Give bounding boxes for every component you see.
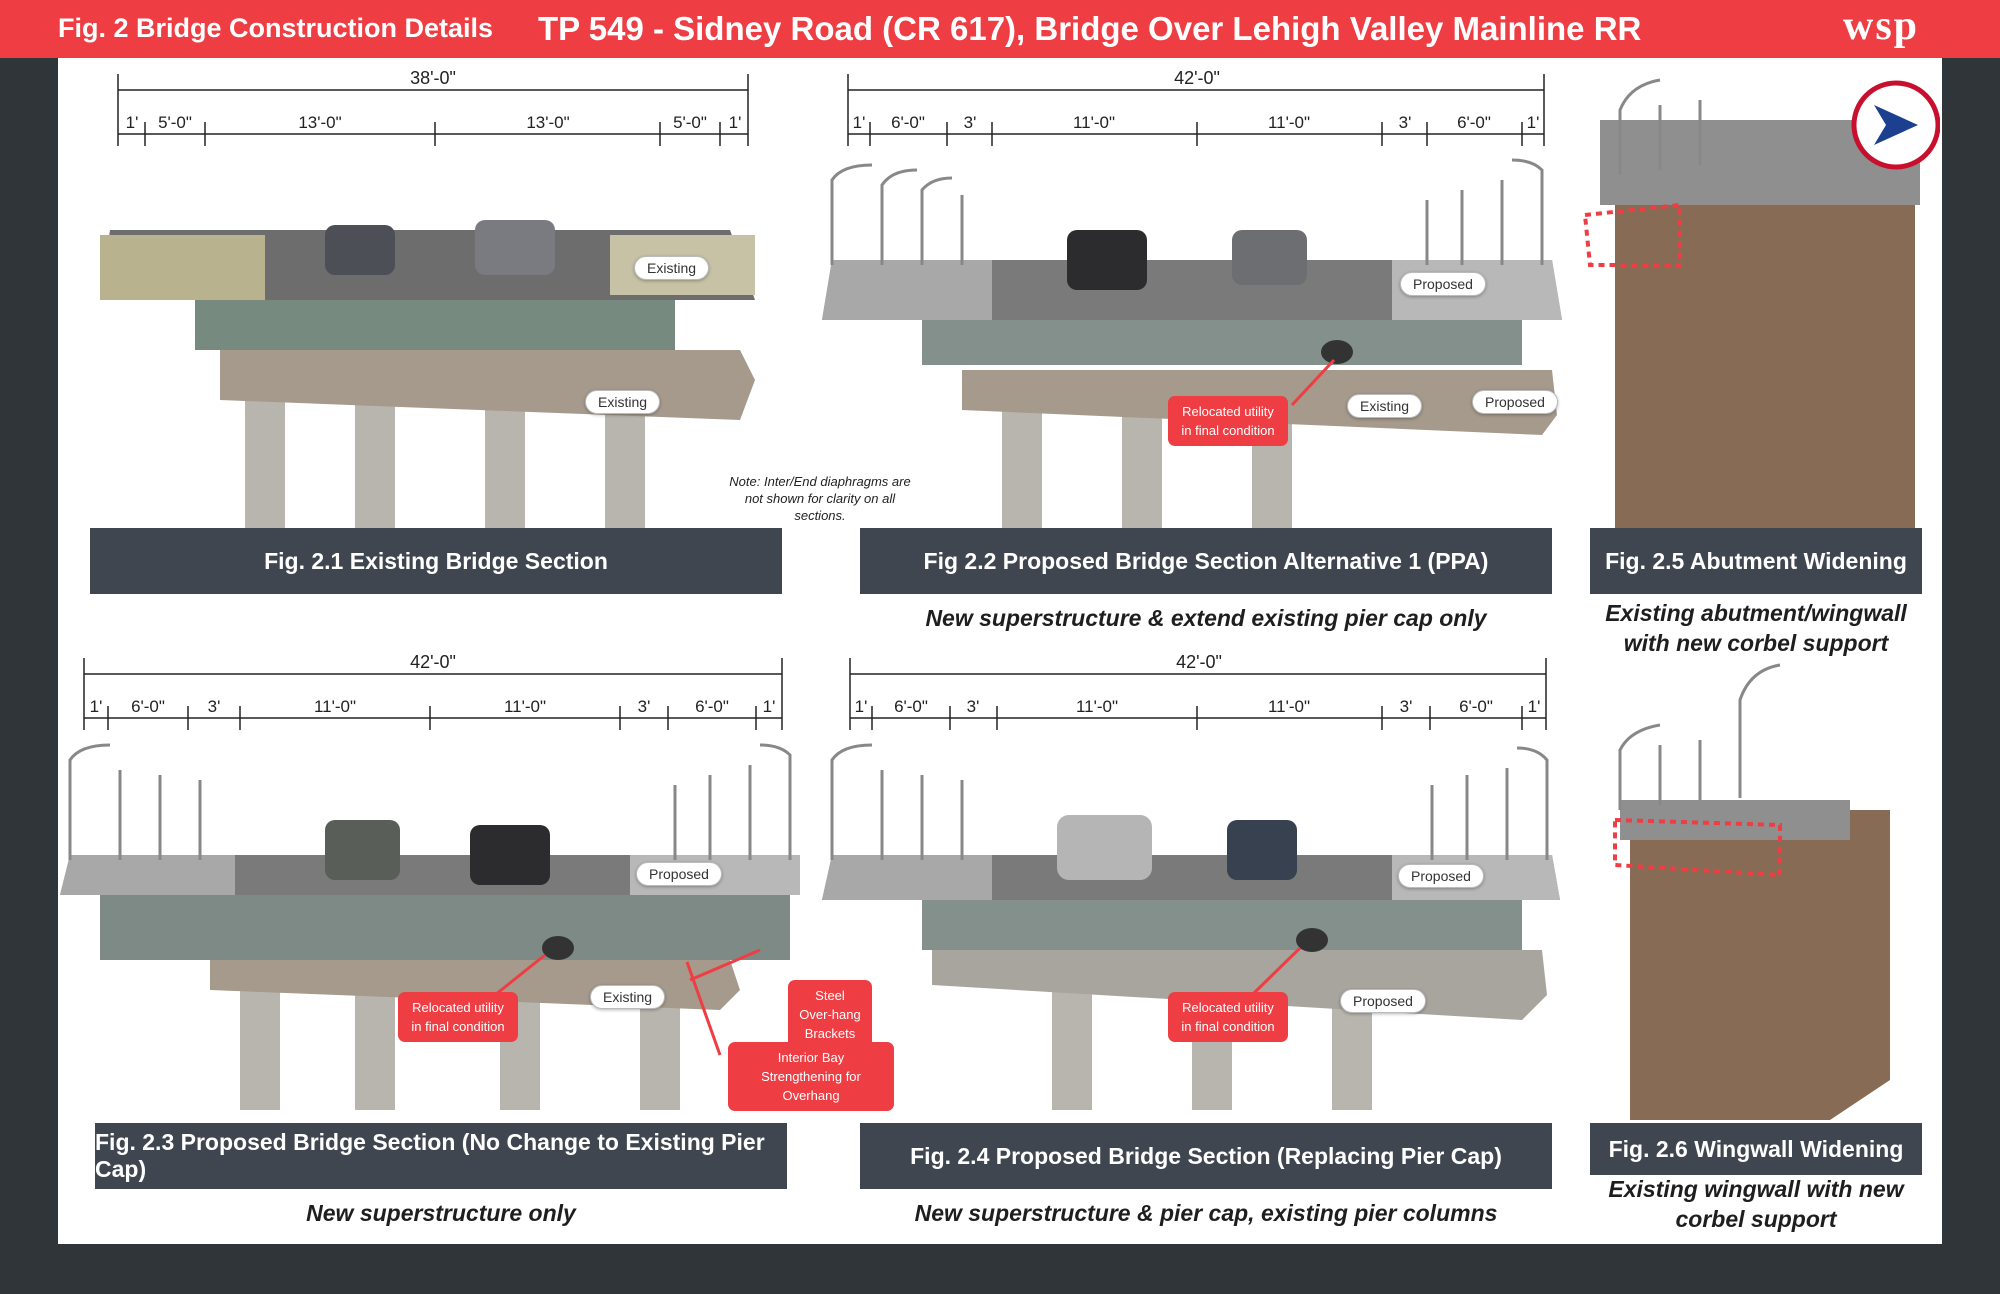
fig-2-5-subcaption: Existing abutment/wingwall with new corb… [1605, 600, 1907, 656]
car [1067, 230, 1147, 290]
utility-pipe [1296, 928, 1328, 952]
dim-label: 6'-0" [1459, 697, 1493, 716]
existing-pier-tag: Existing [1347, 394, 1423, 418]
dim-label: 1' [1528, 697, 1541, 716]
fig-2-2-overall-dim: 42'-0" [1174, 68, 1220, 88]
dim-label: 3' [1400, 697, 1413, 716]
dim-label: 6'-0" [894, 697, 928, 716]
proposed-sidewalk-tag: Proposed [636, 862, 722, 886]
dim-label: 3' [638, 697, 651, 716]
dim-label: 1' [729, 113, 742, 132]
dim-label: 1' [855, 697, 868, 716]
car [325, 225, 395, 275]
car [1227, 820, 1297, 880]
relocated-utility-callout: Relocated utility in final condition [1168, 992, 1288, 1042]
dim-label: 6'-0" [891, 113, 925, 132]
deck [822, 855, 1560, 900]
figure-number-title: Fig. 2 Bridge Construction Details [58, 13, 494, 43]
existing-pier-tag: Existing [590, 985, 666, 1009]
dim-label: 5'-0" [158, 113, 192, 132]
fig-2-4-illustration: 42'-0" 1' 6'-0" 3' 11'-0" 11'-0" 3' 6'-0… [822, 652, 1560, 1110]
dim-label: 1' [126, 113, 139, 132]
relocated-utility-callout: Relocated utility in final condition [398, 992, 518, 1042]
dim-label: 3' [967, 697, 980, 716]
diaphragm-note: Note: Inter/End diaphragms are not shown… [729, 474, 911, 523]
fig-2-2-illustration: 42'-0" 1' 6'-0" 3' 11'-0" 11'-0" 3' 6'-0… [822, 68, 1562, 530]
dim-label: 11'-0" [1268, 697, 1310, 716]
fig-2-1-caption: Fig. 2.1 Existing Bridge Section [90, 528, 782, 594]
project-title: TP 549 - Sidney Road (CR 617), Bridge Ov… [538, 10, 1642, 47]
wingwall [1630, 810, 1890, 1120]
utility-pipe [1321, 340, 1353, 364]
dim-label: 5'-0" [673, 113, 707, 132]
fig-2-6-caption: Fig. 2.6 Wingwall Widening [1590, 1123, 1922, 1175]
fig-2-3-caption: Fig. 2.3 Proposed Bridge Section (No Cha… [95, 1123, 787, 1189]
existing-pier-tag: Existing [585, 390, 661, 414]
dim-label: 11'-0" [314, 697, 356, 716]
dim-label: 1' [763, 697, 776, 716]
dim-label: 3' [208, 697, 221, 716]
steel-overhang-brackets-callout: Steel Over-hang Brackets [788, 980, 872, 1049]
dim-label: 11'-0" [1073, 113, 1115, 132]
proposed-sidewalk-tag: Proposed [1400, 272, 1486, 296]
deck [822, 260, 1562, 320]
pier-cap [220, 350, 755, 420]
proposed-sidewalk-tag: Proposed [1398, 864, 1484, 888]
utility-pipe [542, 936, 574, 960]
existing-sidewalk-tag: Existing [634, 256, 710, 280]
fig-2-6-illustration [1613, 663, 1890, 1120]
title-bar: Fig. 2 Bridge Construction Details TP 54… [0, 0, 2000, 58]
fig-2-3-subcaption: New superstructure only [306, 1200, 576, 1226]
car [470, 825, 550, 885]
fig-2-4-subcaption: New superstructure & pier cap, existing … [914, 1200, 1498, 1226]
fig-2-4-overall-dim: 42'-0" [1176, 652, 1222, 672]
interior-bay-strengthening-callout: Interior Bay Strengthening for Overhang [728, 1042, 894, 1111]
dim-label: 11'-0" [1268, 113, 1310, 132]
abutment-wall [1615, 195, 1915, 530]
dim-label: 6'-0" [695, 697, 729, 716]
fig-2-1-overall-dim: 38'-0" [410, 68, 456, 88]
car [475, 220, 555, 275]
fig-2-4-caption: Fig. 2.4 Proposed Bridge Section (Replac… [860, 1123, 1552, 1189]
relocated-utility-callout: Relocated utility in final condition [1168, 396, 1288, 446]
deck [60, 855, 800, 895]
wsp-logo: wsp [1843, 3, 1920, 49]
proposed-pier-tag: Proposed [1472, 390, 1558, 414]
dim-label: 1' [853, 113, 866, 132]
dim-label: 3' [964, 113, 977, 132]
car [1232, 230, 1307, 285]
car [1057, 815, 1152, 880]
dim-label: 6'-0" [131, 697, 165, 716]
fig-2-2-caption: Fig 2.2 Proposed Bridge Section Alternat… [860, 528, 1552, 594]
dim-label: 11'-0" [504, 697, 546, 716]
dim-label: 1' [90, 697, 103, 716]
proposed-pier-tag: Proposed [1340, 989, 1426, 1013]
corbel-outline [1582, 202, 1682, 267]
dim-label: 13'-0" [526, 113, 569, 132]
fig-2-5-caption: Fig. 2.5 Abutment Widening [1590, 528, 1922, 594]
dim-label: 6'-0" [1457, 113, 1491, 132]
fig-2-2-subcaption: New superstructure & extend existing pie… [925, 605, 1487, 631]
fig-2-6-subcaption: Existing wingwall with new corbel suppor… [1608, 1176, 1904, 1232]
fig-2-5-illustration [1582, 78, 1940, 530]
corbel-outline [1613, 817, 1782, 878]
fig-2-3-overall-dim: 42'-0" [410, 652, 456, 672]
dim-label: 3' [1399, 113, 1412, 132]
fig-2-1-illustration: 38'-0" 1' 5'-0" 13'-0" 13'-0" 5'-0" 1' [100, 68, 755, 530]
steel-girders [100, 890, 790, 960]
car [325, 820, 400, 880]
dim-label: 1' [1527, 113, 1540, 132]
dim-label: 11'-0" [1076, 697, 1118, 716]
dim-label: 13'-0" [298, 113, 341, 132]
